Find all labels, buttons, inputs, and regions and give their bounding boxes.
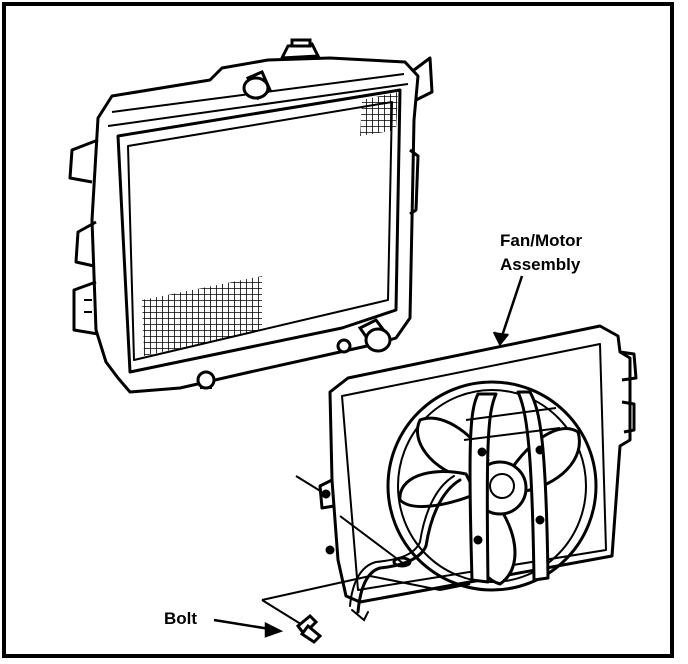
- radiator-filler-neck: [279, 38, 321, 60]
- bolt-guide-lines: [261, 475, 471, 627]
- motor-support-struts: [463, 390, 561, 584]
- bolt-label: Bolt: [164, 609, 197, 628]
- bolt-arrowhead: [264, 621, 284, 638]
- fan-motor-leader: [498, 275, 524, 343]
- bolt: [295, 613, 323, 644]
- lower-hose-neck: [336, 318, 392, 354]
- motor-wire-harness: [349, 475, 462, 622]
- fan-motor-arrowhead: [492, 331, 509, 347]
- radiator-drain-plug: [196, 370, 216, 390]
- fan-motor-label-line1: Fan/Motor: [500, 231, 583, 250]
- callout-leaders: [213, 275, 524, 638]
- fan-motor-label-line2: Assembly: [500, 255, 581, 274]
- radiator-core-texture: [142, 92, 398, 356]
- upper-hose-neck: [242, 70, 272, 101]
